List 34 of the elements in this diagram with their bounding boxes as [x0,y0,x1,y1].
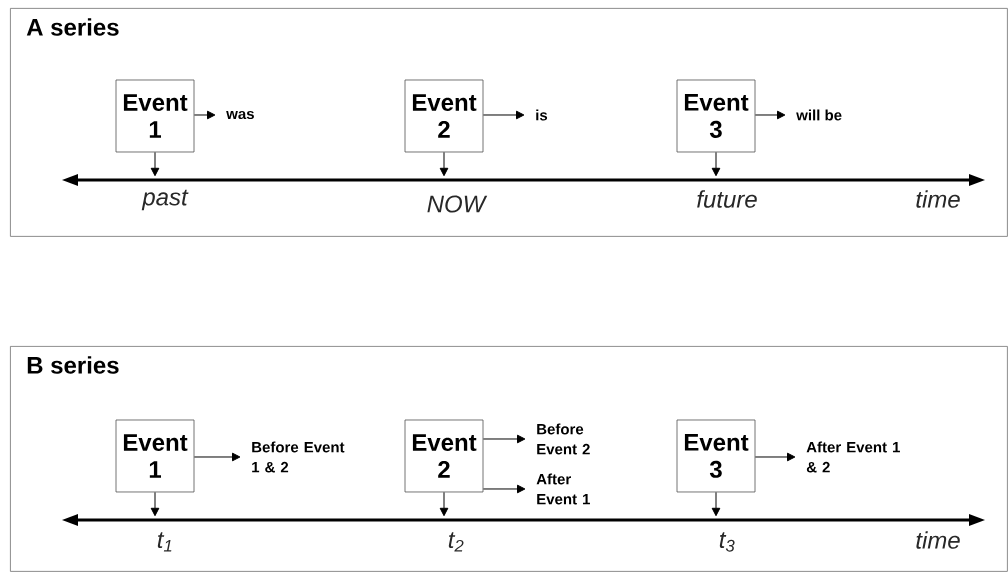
timeline-axis [62,514,985,526]
note-text: will be [796,109,842,121]
note-text: was [226,110,254,120]
event-box: Event 3 [676,419,756,493]
axis-label: t$_{3}$ [719,532,735,552]
note-text: After Event 1 [536,473,590,505]
event-box: Event 1 [115,419,195,493]
arrow [193,110,216,120]
axis-label: future [697,190,757,208]
arrow [150,491,160,517]
axis-label: t$_{2}$ [448,532,464,552]
note-text: Before Event 1 & 2 [252,441,345,473]
arrow [482,110,525,120]
note-text: is [536,109,548,121]
arrow [754,452,796,462]
event-box: Event 3 [676,79,756,153]
arrow [150,151,160,177]
event-box: Event 1 [115,79,195,153]
arrow [482,434,526,444]
arrow [439,151,449,177]
arrow [754,110,786,120]
arrow [711,151,721,177]
arrow [439,491,449,517]
arrow [193,452,241,462]
axis-label: t$_{1}$ [157,532,172,552]
event-box: Event 2 [404,419,484,493]
axis-label: past [141,189,189,211]
note-text: Before Event 2 [537,423,590,455]
arrow [482,484,526,494]
timeline-axis [62,174,985,186]
event-box: Event 2 [404,79,484,153]
arrow [711,491,721,517]
note-text: After Event 1 & 2 [806,441,900,473]
axis-label: NOW [427,195,488,213]
